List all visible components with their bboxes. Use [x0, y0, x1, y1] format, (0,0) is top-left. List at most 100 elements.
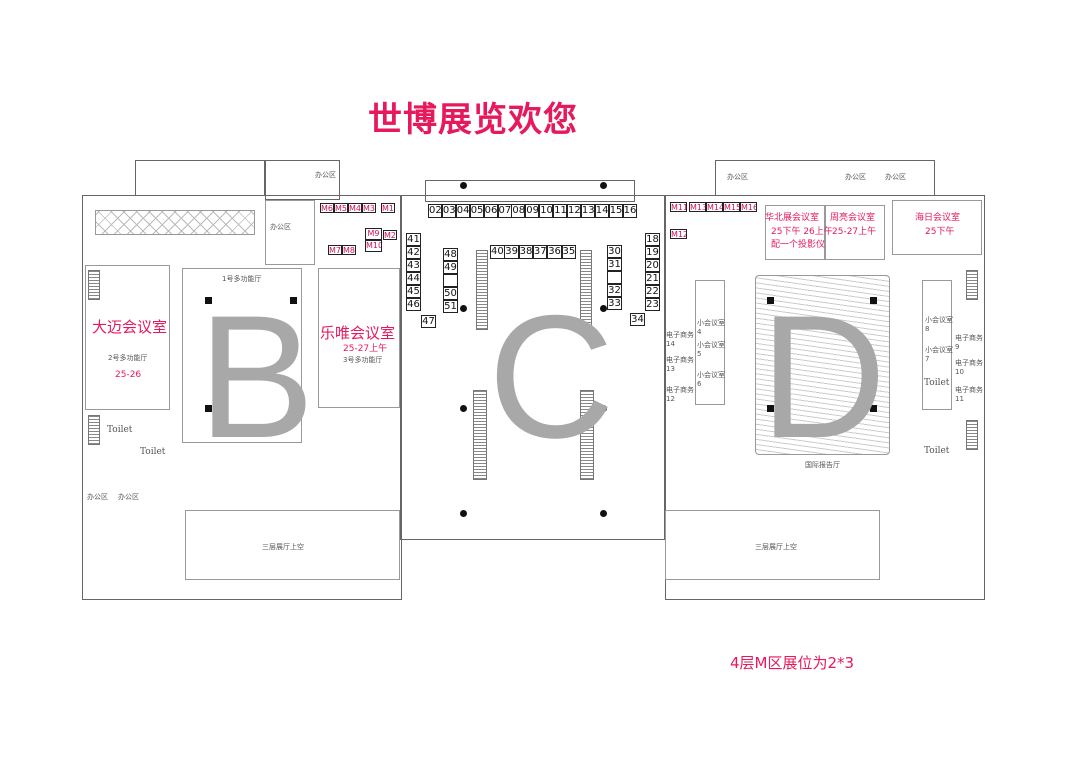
- booth[interactable]: 48: [443, 248, 458, 261]
- m-booth[interactable]: M10: [365, 240, 382, 252]
- m-booth[interactable]: M9: [365, 228, 382, 240]
- booth[interactable]: 37: [532, 245, 548, 259]
- booth[interactable]: 42: [406, 246, 421, 259]
- room-lewei: [318, 268, 400, 408]
- m-booth[interactable]: M8: [342, 245, 356, 255]
- booth[interactable]: 40: [490, 245, 505, 259]
- booth[interactable]: 39: [504, 245, 519, 259]
- escalator: [476, 250, 488, 330]
- booth[interactable]: 38: [518, 245, 534, 259]
- booth[interactable]: 15: [608, 204, 623, 218]
- office-label: 办公区: [885, 173, 906, 181]
- auditorium-label: 国际报告厅: [805, 460, 840, 470]
- booth[interactable]: 02: [428, 204, 442, 218]
- m-booth[interactable]: M4: [348, 203, 362, 213]
- biz-room-label: 电子商务 14: [666, 331, 694, 348]
- booth[interactable]: 50: [443, 287, 458, 300]
- biz-room-label: 电子商务 12: [666, 386, 694, 403]
- small-room-label: 小会议室 7: [925, 346, 953, 363]
- room-name-huabei: 华北展会议室: [765, 213, 820, 223]
- atrium-label: 三层展厅上空: [262, 543, 304, 551]
- booth[interactable]: 06: [483, 204, 498, 218]
- toilet-label: Toilet: [924, 378, 950, 388]
- booth[interactable]: 41: [406, 233, 421, 246]
- office-label: 办公区: [315, 171, 336, 179]
- booth[interactable]: 18: [645, 233, 660, 246]
- booth[interactable]: 43: [406, 259, 421, 272]
- room-time-hairi: 25下午: [925, 227, 955, 237]
- booth[interactable]: 19: [645, 246, 660, 259]
- zone-letter-c: C: [488, 280, 615, 475]
- office-label: 办公区: [727, 173, 748, 181]
- small-room-label: 小会议室 4: [697, 319, 725, 336]
- booth[interactable]: 09: [525, 204, 540, 218]
- booth[interactable]: 51: [443, 300, 458, 313]
- booth[interactable]: 46: [406, 298, 421, 311]
- booth[interactable]: 10: [539, 204, 554, 218]
- column: [600, 305, 607, 312]
- pillar: [870, 297, 877, 304]
- column: [460, 182, 467, 189]
- m-booth[interactable]: M3: [362, 203, 376, 213]
- room-hall1: [182, 268, 302, 443]
- room-note-huabei: 配一个投影仪: [771, 240, 826, 250]
- small-room-label: 小会议室 5: [697, 341, 725, 358]
- room-hairi: [892, 200, 982, 255]
- escalator: [580, 250, 592, 330]
- booth[interactable]: 31: [607, 258, 622, 271]
- booth[interactable]: [443, 274, 458, 287]
- booth[interactable]: 47: [421, 315, 436, 328]
- office-block-left: [265, 160, 340, 200]
- booth[interactable]: 33: [607, 297, 622, 310]
- booth[interactable]: 22: [645, 285, 660, 298]
- booth[interactable]: 36: [547, 245, 562, 259]
- m-booth[interactable]: M1: [381, 203, 395, 213]
- office-label: 办公区: [270, 223, 291, 231]
- m-booth[interactable]: M13: [689, 202, 706, 212]
- booth[interactable]: 23: [645, 298, 660, 311]
- toilet-label: Toilet: [140, 447, 166, 457]
- booth[interactable]: 08: [511, 204, 526, 218]
- booth[interactable]: 14: [594, 204, 609, 218]
- booth[interactable]: 32: [607, 284, 622, 297]
- booth[interactable]: 35: [561, 245, 576, 259]
- booth[interactable]: 34: [630, 313, 645, 326]
- booth[interactable]: 12: [567, 204, 581, 218]
- booth[interactable]: 05: [469, 204, 484, 218]
- m-booth[interactable]: M5: [334, 203, 348, 213]
- m-booth[interactable]: M6: [320, 203, 334, 213]
- m-booth[interactable]: M7: [328, 245, 342, 255]
- booth[interactable]: 11: [553, 204, 568, 218]
- m-booth[interactable]: M15: [723, 202, 740, 212]
- small-rooms-right: [922, 280, 952, 410]
- pillar: [205, 405, 212, 412]
- room-huabei: [765, 205, 825, 260]
- zone-c-hall: [400, 195, 665, 540]
- booth[interactable]: 44: [406, 272, 421, 285]
- zone-letter-d: D: [760, 280, 887, 475]
- m-booth[interactable]: M14: [706, 202, 723, 212]
- booth[interactable]: 21: [645, 272, 660, 285]
- booth[interactable]: 45: [406, 285, 421, 298]
- m-booth[interactable]: M12: [670, 229, 687, 239]
- pillar: [290, 405, 297, 412]
- booth[interactable]: 30: [607, 245, 622, 258]
- booth[interactable]: 13: [580, 204, 595, 218]
- pillar: [767, 405, 774, 412]
- booth[interactable]: 20: [645, 259, 660, 272]
- office-label: 办公区: [87, 493, 108, 501]
- booth[interactable]: 07: [497, 204, 512, 218]
- escalator: [473, 390, 487, 480]
- entrance-block: [425, 180, 635, 202]
- booth[interactable]: 03: [441, 204, 456, 218]
- booth[interactable]: [607, 271, 622, 284]
- room-name-damai: 大迈会议室: [92, 318, 168, 336]
- m-booth[interactable]: M2: [383, 230, 397, 240]
- booth[interactable]: 04: [455, 204, 470, 218]
- m-booth[interactable]: M16: [740, 202, 757, 212]
- m-booth[interactable]: M11: [670, 202, 687, 212]
- booth[interactable]: 49: [443, 261, 458, 274]
- booth[interactable]: 16: [622, 204, 637, 218]
- office-label: 办公区: [118, 493, 139, 501]
- small-room-label: 小会议室 6: [697, 371, 725, 388]
